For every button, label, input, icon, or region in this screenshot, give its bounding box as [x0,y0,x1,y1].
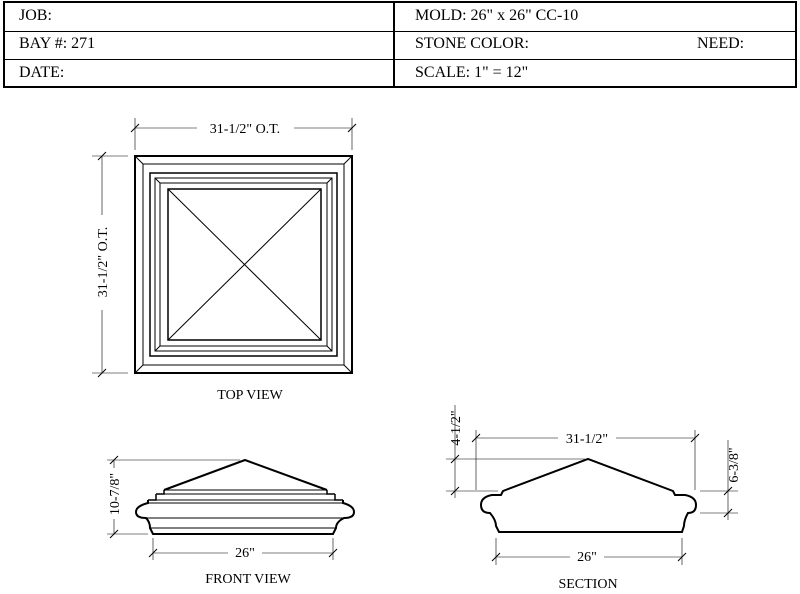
front-view-caption: FRONT VIEW [205,572,291,587]
pyramid-ridge-2 [167,188,322,341]
section-caption: SECTION [558,577,617,592]
section-view: 31-1/2" 4-1/2" 6-3/8" 26" SECTION [446,405,742,592]
front-view: 10-7/8" 26" FRONT VIEW [107,455,356,587]
front-view-body [134,500,356,535]
date-label: DATE: [19,64,65,81]
top-view-outer-edge [134,155,353,374]
top-view-height-dim: 31-1/2" O.T. [96,227,111,297]
section-left-height-dim: 4-1/2" [449,410,464,445]
front-view-base-dim: 26" [235,546,255,561]
scale-field: SCALE: 1" = 12" [415,64,529,81]
top-view-pyramid-base [167,188,322,341]
front-view-height-dim: 10-7/8" [108,473,123,515]
top-view-step-1 [149,172,338,357]
section-right-height-dim: 6-3/8" [727,447,742,482]
top-view-caption: TOP VIEW [217,388,283,403]
section-profile [479,457,698,533]
job-label: JOB: [19,7,52,24]
title-row-2: BAY #: 271 STONE COLOR: NEED: [5,31,795,60]
need-label: NEED: [697,35,745,52]
section-top-width-dim: 31-1/2" [566,432,608,447]
section-base-dim: 26" [577,550,597,565]
title-row-3: DATE: SCALE: 1" = 12" [5,60,795,88]
top-view-bevel [142,163,345,366]
stone-color-label: STONE COLOR: [415,35,529,52]
bay-field: BAY #: 271 [19,35,96,52]
top-view-width-dim: 31-1/2" O.T. [210,122,280,137]
title-block: JOB: MOLD: 26" x 26" CC-10 BAY #: 271 ST… [3,1,797,88]
top-view: 31-1/2" O.T. 31-1/2" O.T. TOP VIEW [92,118,357,403]
front-view-pyramid [163,458,328,491]
mold-field: MOLD: 26" x 26" CC-10 [415,7,579,24]
title-row-1: JOB: MOLD: 26" x 26" CC-10 [5,3,795,32]
title-block-divider [393,3,395,86]
